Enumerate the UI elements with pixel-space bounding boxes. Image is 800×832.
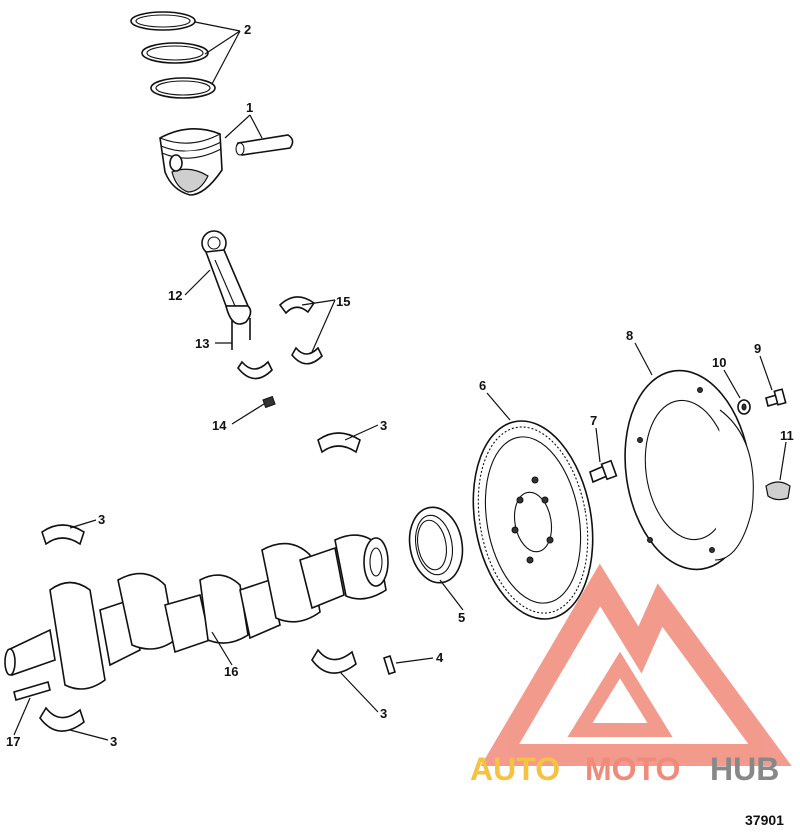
washer <box>737 399 751 415</box>
callout-3-upper: 3 <box>380 418 387 433</box>
rear-main-seal <box>408 506 464 584</box>
watermark-part-1: AUTO <box>470 751 560 787</box>
piston-rings <box>130 11 216 99</box>
callout-3-left: 3 <box>98 512 105 527</box>
reference-number: 37901 <box>745 812 784 828</box>
callout-4: 4 <box>436 650 444 665</box>
flywheel-bolt <box>589 459 618 484</box>
callout-12: 12 <box>168 288 182 303</box>
connecting-rod <box>201 230 252 325</box>
watermark-logo <box>480 563 792 766</box>
callout-16: 16 <box>224 664 238 679</box>
piston <box>159 128 223 196</box>
rod-bearing-upper <box>278 296 316 315</box>
callout-13: 13 <box>195 336 209 351</box>
leader-lines <box>13 21 787 741</box>
fitting <box>765 481 791 501</box>
main-bearing-left <box>41 524 85 546</box>
watermark-text: AUTO MOTO HUB <box>470 751 779 787</box>
callout-15: 15 <box>336 294 350 309</box>
callout-6: 6 <box>479 378 486 393</box>
callout-10: 10 <box>712 355 726 370</box>
callout-1: 1 <box>246 100 253 115</box>
main-bearing-lower-center <box>311 648 357 674</box>
main-bearing-lower-left <box>39 706 85 732</box>
callout-3-lower-left: 3 <box>110 734 117 749</box>
rod-bearing-shell <box>237 360 273 380</box>
callout-11: 11 <box>780 428 794 443</box>
callout-17: 17 <box>6 734 20 749</box>
callout-7: 7 <box>590 413 597 428</box>
dowel-pin-14 <box>262 395 276 409</box>
callout-8: 8 <box>626 328 633 343</box>
flywheel-housing <box>624 369 754 571</box>
crankshaft <box>4 534 389 690</box>
rod-bearing-lower <box>291 346 323 365</box>
dowel-pin-17 <box>13 680 51 702</box>
callout-labels: 2 1 12 15 13 14 3 3 3 3 16 17 4 5 6 7 8 … <box>6 22 794 749</box>
rod-bolts <box>231 318 251 350</box>
dowel-pin-4 <box>383 654 396 676</box>
callout-2: 2 <box>244 22 251 37</box>
callout-5: 5 <box>458 610 465 625</box>
housing-bolt <box>765 388 787 407</box>
piston-pin <box>235 134 294 156</box>
flywheel <box>472 420 594 620</box>
watermark-part-2: MOTO <box>585 751 680 787</box>
watermark-part-3: HUB <box>710 751 779 787</box>
callout-9: 9 <box>754 341 761 356</box>
callout-3-lower-center: 3 <box>380 706 387 721</box>
callout-14: 14 <box>212 418 227 433</box>
